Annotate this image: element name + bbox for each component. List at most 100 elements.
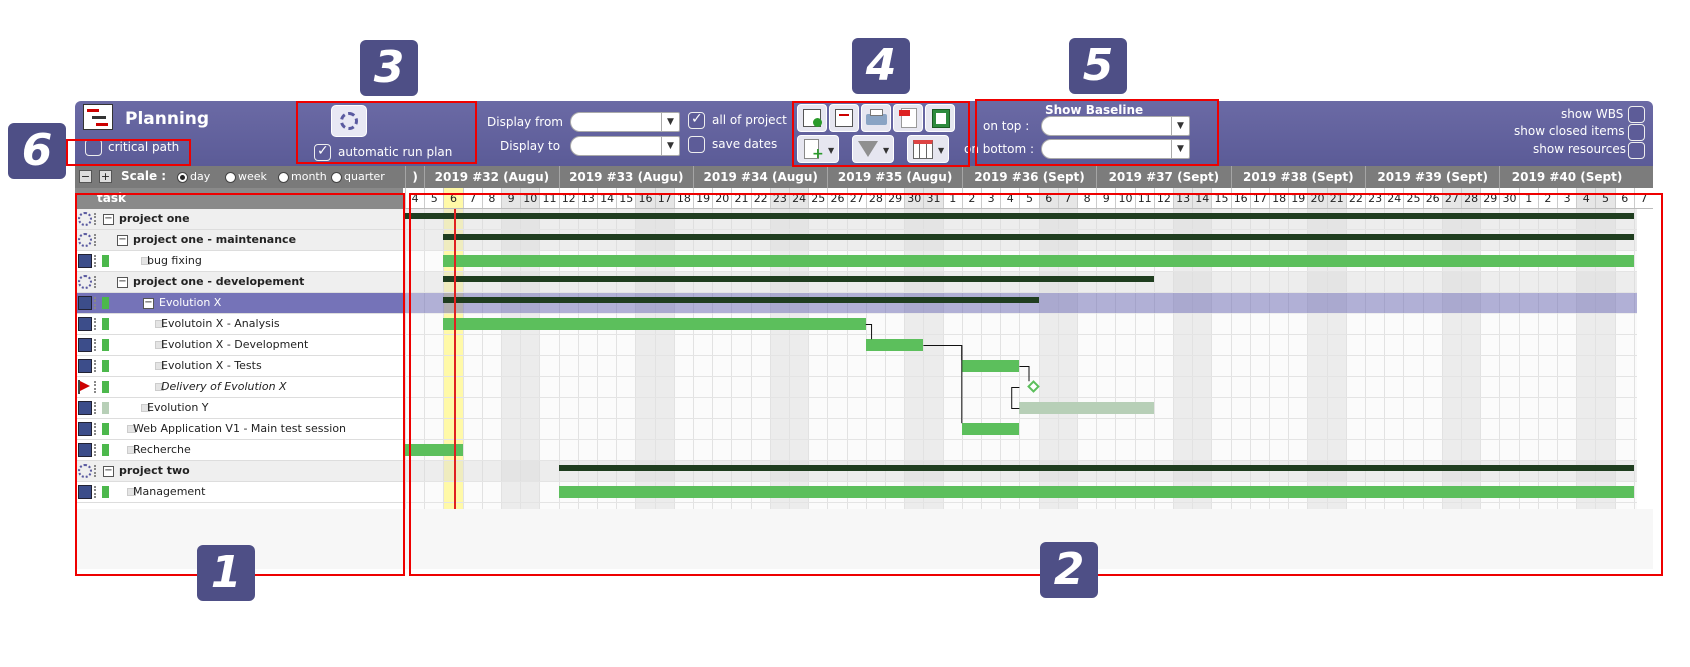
task-row[interactable]: Recherche <box>75 440 403 461</box>
gantt-day-column <box>1345 209 1365 509</box>
week-label: 2019 #36 (Sept) <box>961 166 1096 188</box>
expand-all-button[interactable]: + <box>99 170 112 183</box>
task-row[interactable]: Evolutoin X - Analysis <box>75 314 403 335</box>
callout-badge-6: 6 <box>8 123 66 179</box>
print-button[interactable] <box>861 104 891 132</box>
drag-handle-icon[interactable] <box>94 486 98 498</box>
collapse-toggle[interactable]: − <box>117 276 128 288</box>
gantt-bar[interactable] <box>443 297 1039 303</box>
drag-handle-icon[interactable] <box>94 444 98 456</box>
gantt-bar[interactable] <box>405 444 463 456</box>
chevron-down-icon[interactable]: ▼ <box>661 113 679 131</box>
chevron-down-icon[interactable]: ▼ <box>1171 140 1189 158</box>
day-label: 8 <box>1077 188 1096 208</box>
export-project-button[interactable] <box>925 104 955 132</box>
gantt-bar[interactable] <box>961 360 1020 372</box>
drag-handle-icon[interactable] <box>94 234 98 246</box>
week-header: )2019 #32 (Augu)2019 #33 (Augu)2019 #34 … <box>405 166 1653 188</box>
print-list-button[interactable] <box>829 104 859 132</box>
show-wbs-switch[interactable] <box>1628 106 1645 123</box>
gantt-day-column <box>1441 209 1461 509</box>
gantt-bar[interactable] <box>405 213 1634 219</box>
day-label: 22 <box>1345 188 1365 208</box>
collapse-toggle[interactable]: − <box>103 465 114 477</box>
project-gear-icon <box>78 464 92 478</box>
status-indicator <box>102 402 109 414</box>
day-label: 24 <box>1384 188 1403 208</box>
scale-option-day[interactable]: day <box>177 170 210 183</box>
drag-handle-icon[interactable] <box>94 297 98 309</box>
day-label: 26 <box>827 188 846 208</box>
save-dates-checkbox[interactable] <box>688 136 705 153</box>
task-row[interactable]: −Evolution X <box>75 293 403 314</box>
gantt-day-column <box>865 209 885 509</box>
scale-option-week[interactable]: week <box>225 170 267 183</box>
gantt-bar[interactable] <box>443 318 866 330</box>
gantt-day-column <box>501 209 521 509</box>
baseline-bottom-select[interactable]: ▼ <box>1041 139 1190 159</box>
task-row[interactable]: Evolution X - Development <box>75 335 403 356</box>
document-icon <box>155 320 164 328</box>
drag-handle-icon[interactable] <box>94 423 98 435</box>
collapse-all-button[interactable]: − <box>79 170 92 183</box>
drag-handle-icon[interactable] <box>94 276 98 288</box>
display-to-input[interactable]: ▼ <box>570 136 680 156</box>
display-from-input[interactable]: ▼ <box>570 112 680 132</box>
chevron-down-icon[interactable]: ▼ <box>661 137 679 155</box>
task-row[interactable]: −project one - developement <box>75 272 403 293</box>
collapse-toggle[interactable]: − <box>103 213 114 225</box>
gantt-day-column <box>1019 209 1038 509</box>
collapse-toggle[interactable]: − <box>117 234 128 246</box>
task-name: project one <box>119 212 190 225</box>
task-row[interactable]: bug fixing <box>75 251 403 272</box>
task-row[interactable]: Delivery of Evolution X <box>75 377 403 398</box>
scale-option-month[interactable]: month <box>278 170 327 183</box>
new-item-button[interactable]: +▼ <box>797 135 839 163</box>
task-row[interactable]: −project one - maintenance <box>75 230 403 251</box>
scale-option-quarter[interactable]: quarter <box>331 170 385 183</box>
project-gear-icon <box>78 275 92 289</box>
critical-path-label: critical path <box>108 140 180 154</box>
refresh-plan-button[interactable] <box>797 104 827 132</box>
chevron-down-icon[interactable]: ▼ <box>1171 117 1189 135</box>
automatic-run-plan-checkbox[interactable] <box>314 143 331 161</box>
gantt-bar[interactable] <box>443 255 1634 267</box>
task-row[interactable]: Evolution X - Tests <box>75 356 403 377</box>
drag-handle-icon[interactable] <box>94 402 98 414</box>
export-pdf-button[interactable] <box>893 104 923 132</box>
gantt-bar[interactable] <box>961 423 1020 435</box>
drag-handle-icon[interactable] <box>94 381 98 393</box>
drag-handle-icon[interactable] <box>94 213 98 225</box>
gantt-bar[interactable] <box>865 339 924 351</box>
filter-button[interactable]: ▼ <box>852 135 894 163</box>
task-row[interactable]: −project one <box>75 209 403 230</box>
drag-handle-icon[interactable] <box>94 465 98 477</box>
show-closed-items-switch[interactable] <box>1628 124 1645 141</box>
run-plan-button[interactable] <box>331 105 367 137</box>
gantt-bar[interactable] <box>558 465 1634 471</box>
task-row[interactable]: −project two <box>75 461 403 482</box>
display-from-label: Display from <box>487 115 563 129</box>
day-label: 1 <box>942 188 962 208</box>
gantt-bar[interactable] <box>558 486 1634 498</box>
collapse-toggle[interactable]: − <box>143 297 154 309</box>
task-row[interactable]: Management <box>75 482 403 503</box>
status-indicator <box>102 339 109 351</box>
task-row[interactable]: Web Application V1 - Main test session <box>75 419 403 440</box>
all-of-project-checkbox[interactable] <box>688 111 705 129</box>
callout-box-toolbar <box>792 101 970 167</box>
drag-handle-icon[interactable] <box>94 255 98 267</box>
show-resources-switch[interactable] <box>1628 142 1645 159</box>
baseline-top-select[interactable]: ▼ <box>1041 116 1190 136</box>
gantt-bar[interactable] <box>1019 402 1154 414</box>
gantt-day-column <box>1384 209 1403 509</box>
planning-toolbar: Planning critical path automatic run pla… <box>75 101 1653 166</box>
drag-handle-icon[interactable] <box>94 360 98 372</box>
gantt-bar[interactable] <box>443 234 1634 240</box>
columns-button[interactable]: ▼ <box>907 135 949 163</box>
gantt-bar[interactable] <box>443 276 1154 282</box>
gantt-day-column <box>1153 209 1173 509</box>
drag-handle-icon[interactable] <box>94 318 98 330</box>
task-row[interactable]: Evolution Y <box>75 398 403 419</box>
drag-handle-icon[interactable] <box>94 339 98 351</box>
